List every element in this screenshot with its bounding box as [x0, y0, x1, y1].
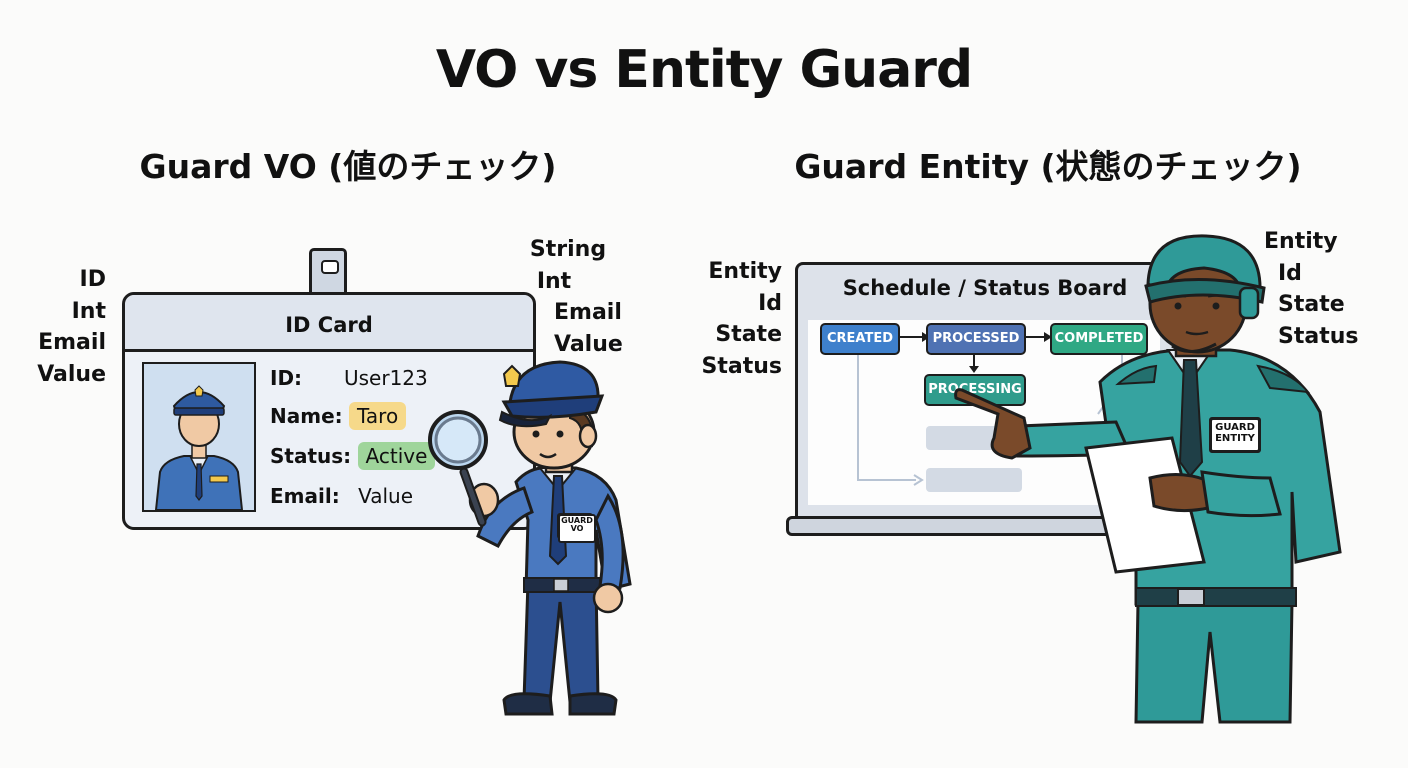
card-field-email: Email: Value: [270, 484, 413, 508]
entity-labels-left: Entity Id State Status: [690, 256, 782, 382]
vo-label-right-1: String: [529, 237, 607, 262]
entity-guard-badge-line1: GUARD: [1215, 422, 1255, 433]
page-title: VO vs Entity Guard: [435, 40, 973, 100]
vo-guard-badge: GUARD VO: [558, 514, 596, 543]
entity-section-title: Guard Entity (状態のチェック): [794, 147, 1302, 186]
vo-guard-illustration: [428, 360, 632, 716]
entity-label-left-3: State: [715, 322, 782, 347]
card-field-status-value: Active: [357, 442, 436, 470]
vo-label-right-2: Int: [536, 268, 572, 294]
entity-label-right-3: State: [1278, 292, 1345, 317]
board-slot: [926, 468, 1022, 492]
vo-guard-badge-line2: VO: [570, 524, 584, 534]
vo-label-left-2: Int: [71, 298, 106, 324]
id-card-title: ID Card: [125, 295, 533, 352]
vo-labels-left: ID Int Email Value: [20, 264, 106, 390]
card-field-id-key: ID:: [270, 366, 303, 390]
card-field-status: Status: Active: [270, 442, 436, 470]
entity-label-right-2: Id: [1278, 260, 1302, 286]
status-board-title: Schedule / Status Board: [842, 276, 1128, 300]
card-field-name-key: Name:: [270, 404, 343, 428]
card-field-email-key: Email:: [270, 484, 340, 508]
card-field-status-key: Status:: [270, 444, 352, 468]
entity-label-right-4: Status: [1278, 323, 1359, 349]
entity-guard-illustration: [954, 234, 1342, 724]
entity-label-left-4: Status: [701, 353, 782, 379]
vo-label-right-4: Value: [554, 331, 623, 357]
entity-guard-badge: GUARD ENTITY: [1210, 418, 1260, 452]
vo-section-title: Guard VO (値のチェック): [139, 147, 557, 186]
card-field-id-value: User123: [344, 366, 428, 390]
entity-guard-badge-line2: ENTITY: [1215, 432, 1255, 444]
entity-label-left-2: Id: [758, 290, 782, 316]
vo-label-left-4: Value: [37, 361, 106, 387]
vo-label-left-1: ID: [79, 267, 106, 292]
node-created: CREATED: [820, 323, 900, 355]
entity-label-right-1: Entity: [1264, 229, 1338, 254]
vo-label-right-3: Email: [554, 300, 622, 325]
vo-label-left-3: Email: [38, 330, 106, 355]
card-field-name: Name: Taro: [270, 402, 407, 430]
node-processed: PROCESSED: [926, 323, 1026, 355]
vo-labels-right: String Int Email Value: [520, 234, 623, 360]
card-field-id: ID: User123: [270, 366, 428, 390]
id-card-photo: [142, 362, 256, 512]
vo-guard-badge-line1: GUARD: [561, 516, 593, 525]
card-field-name-value: Taro: [349, 402, 407, 430]
node-completed: COMPLETED: [1050, 323, 1148, 355]
entity-labels-right: Entity Id State Status: [1264, 226, 1364, 352]
entity-label-left-1: Entity: [708, 259, 782, 284]
card-field-email-value: Value: [358, 484, 413, 508]
